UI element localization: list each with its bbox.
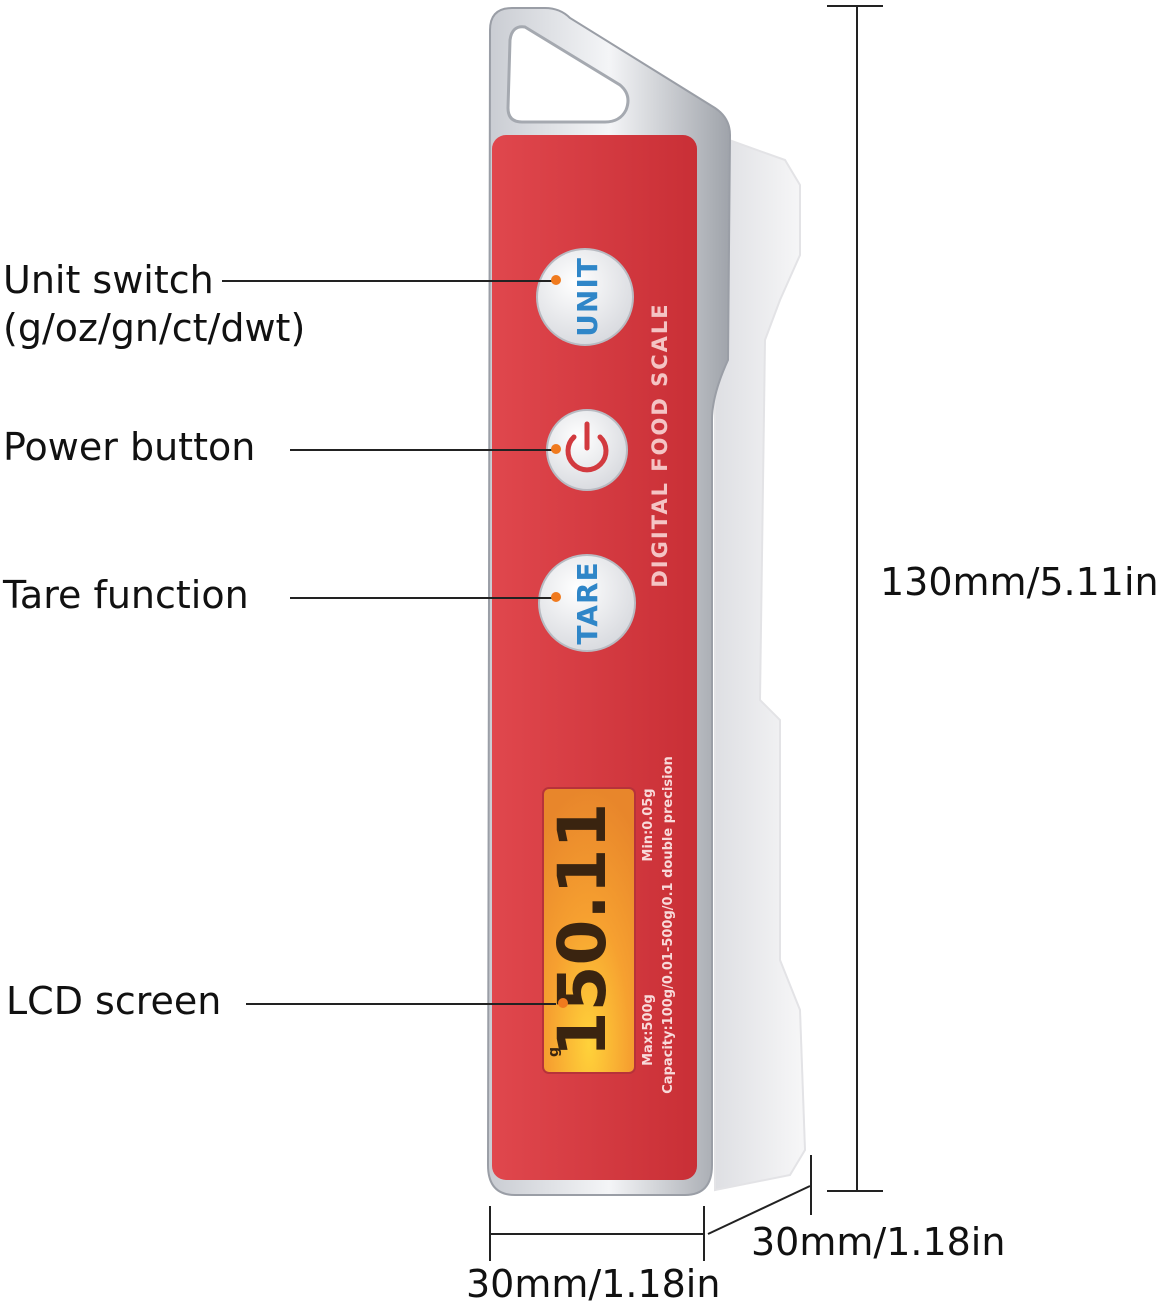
height-dimension-bottom-cap xyxy=(827,1190,883,1192)
power-button-label: Power button xyxy=(3,425,256,469)
unit-button-label: UNIT xyxy=(571,257,604,337)
hanging-loop-hole xyxy=(506,25,630,124)
unit-button-shape xyxy=(536,248,634,346)
scale-side-panel xyxy=(714,133,807,1192)
tare-function-leader xyxy=(290,597,556,599)
tare-button-label: TARE xyxy=(571,561,604,644)
height-dimension-label: 130mm/5.11in xyxy=(880,560,1159,604)
lcd-unit: g xyxy=(546,1047,562,1057)
power-button-dot xyxy=(551,444,561,454)
height-dimension-line xyxy=(856,6,858,1192)
width-dimension-left-cap xyxy=(489,1206,491,1261)
width-dimension-line xyxy=(490,1233,704,1235)
spec-max: Max:500g xyxy=(641,994,656,1066)
unit-options-label: (g/oz/gn/ct/dwt) xyxy=(3,306,306,350)
lcd-screen-dot xyxy=(558,998,568,1008)
spec-capacity: Capacity:100g/0.01-500g/0.1 double preci… xyxy=(661,756,676,1094)
height-dimension-top-cap xyxy=(827,5,883,7)
tare-function-dot xyxy=(551,592,561,602)
depth-dimension-label: 30mm/1.18in xyxy=(751,1220,1006,1264)
tare-button-shape xyxy=(538,554,636,652)
lcd-screen-label: LCD screen xyxy=(6,979,222,1023)
unit-switch-dot xyxy=(551,275,561,285)
tare-function-label: Tare function xyxy=(3,573,249,617)
lcd-screen-leader xyxy=(246,1003,556,1005)
unit-switch-label: Unit switch xyxy=(3,258,214,302)
power-button-leader xyxy=(290,449,556,451)
lcd-reading: 150.11 xyxy=(544,803,621,1058)
width-dimension-label: 30mm/1.18in xyxy=(466,1262,721,1306)
brand-text: DIGITAL FOOD SCALE xyxy=(648,302,672,587)
spec-min: Min:0.05g xyxy=(641,788,656,861)
power-icon xyxy=(565,434,609,473)
unit-switch-leader xyxy=(222,280,556,282)
width-dimension-right-cap xyxy=(703,1206,705,1261)
